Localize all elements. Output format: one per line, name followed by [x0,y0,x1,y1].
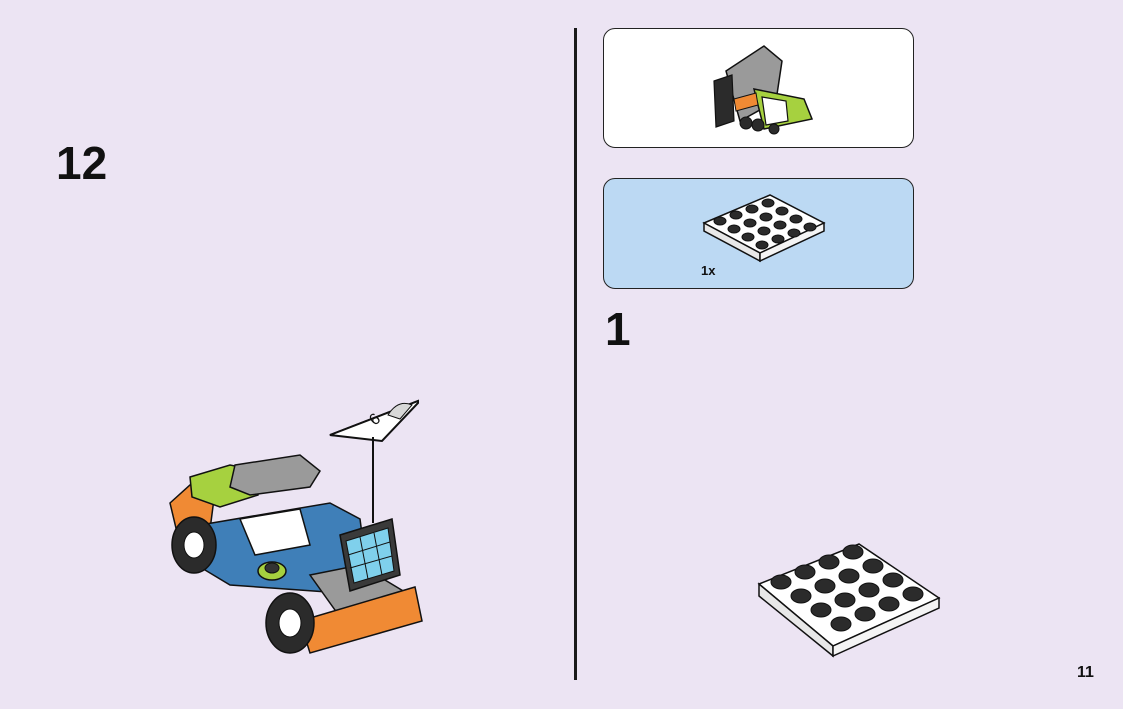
parts-panel: 1x [603,178,914,289]
screen-tile [339,518,401,592]
subassembly-panel [603,28,914,148]
plate-4x4-part-icon [702,194,826,263]
plate-4x4-illustration [757,543,941,658]
page-number: 11 [1077,664,1094,681]
sticker-callout: 6 [329,399,419,523]
part-quantity: 1x [701,263,716,278]
page-divider [574,28,577,680]
wheels [171,516,315,654]
kart-illustration: 6 [169,399,423,654]
step-number-12: 12 [56,137,108,189]
step-number-1: 1 [605,303,631,355]
subassembly-illustration [713,45,814,135]
